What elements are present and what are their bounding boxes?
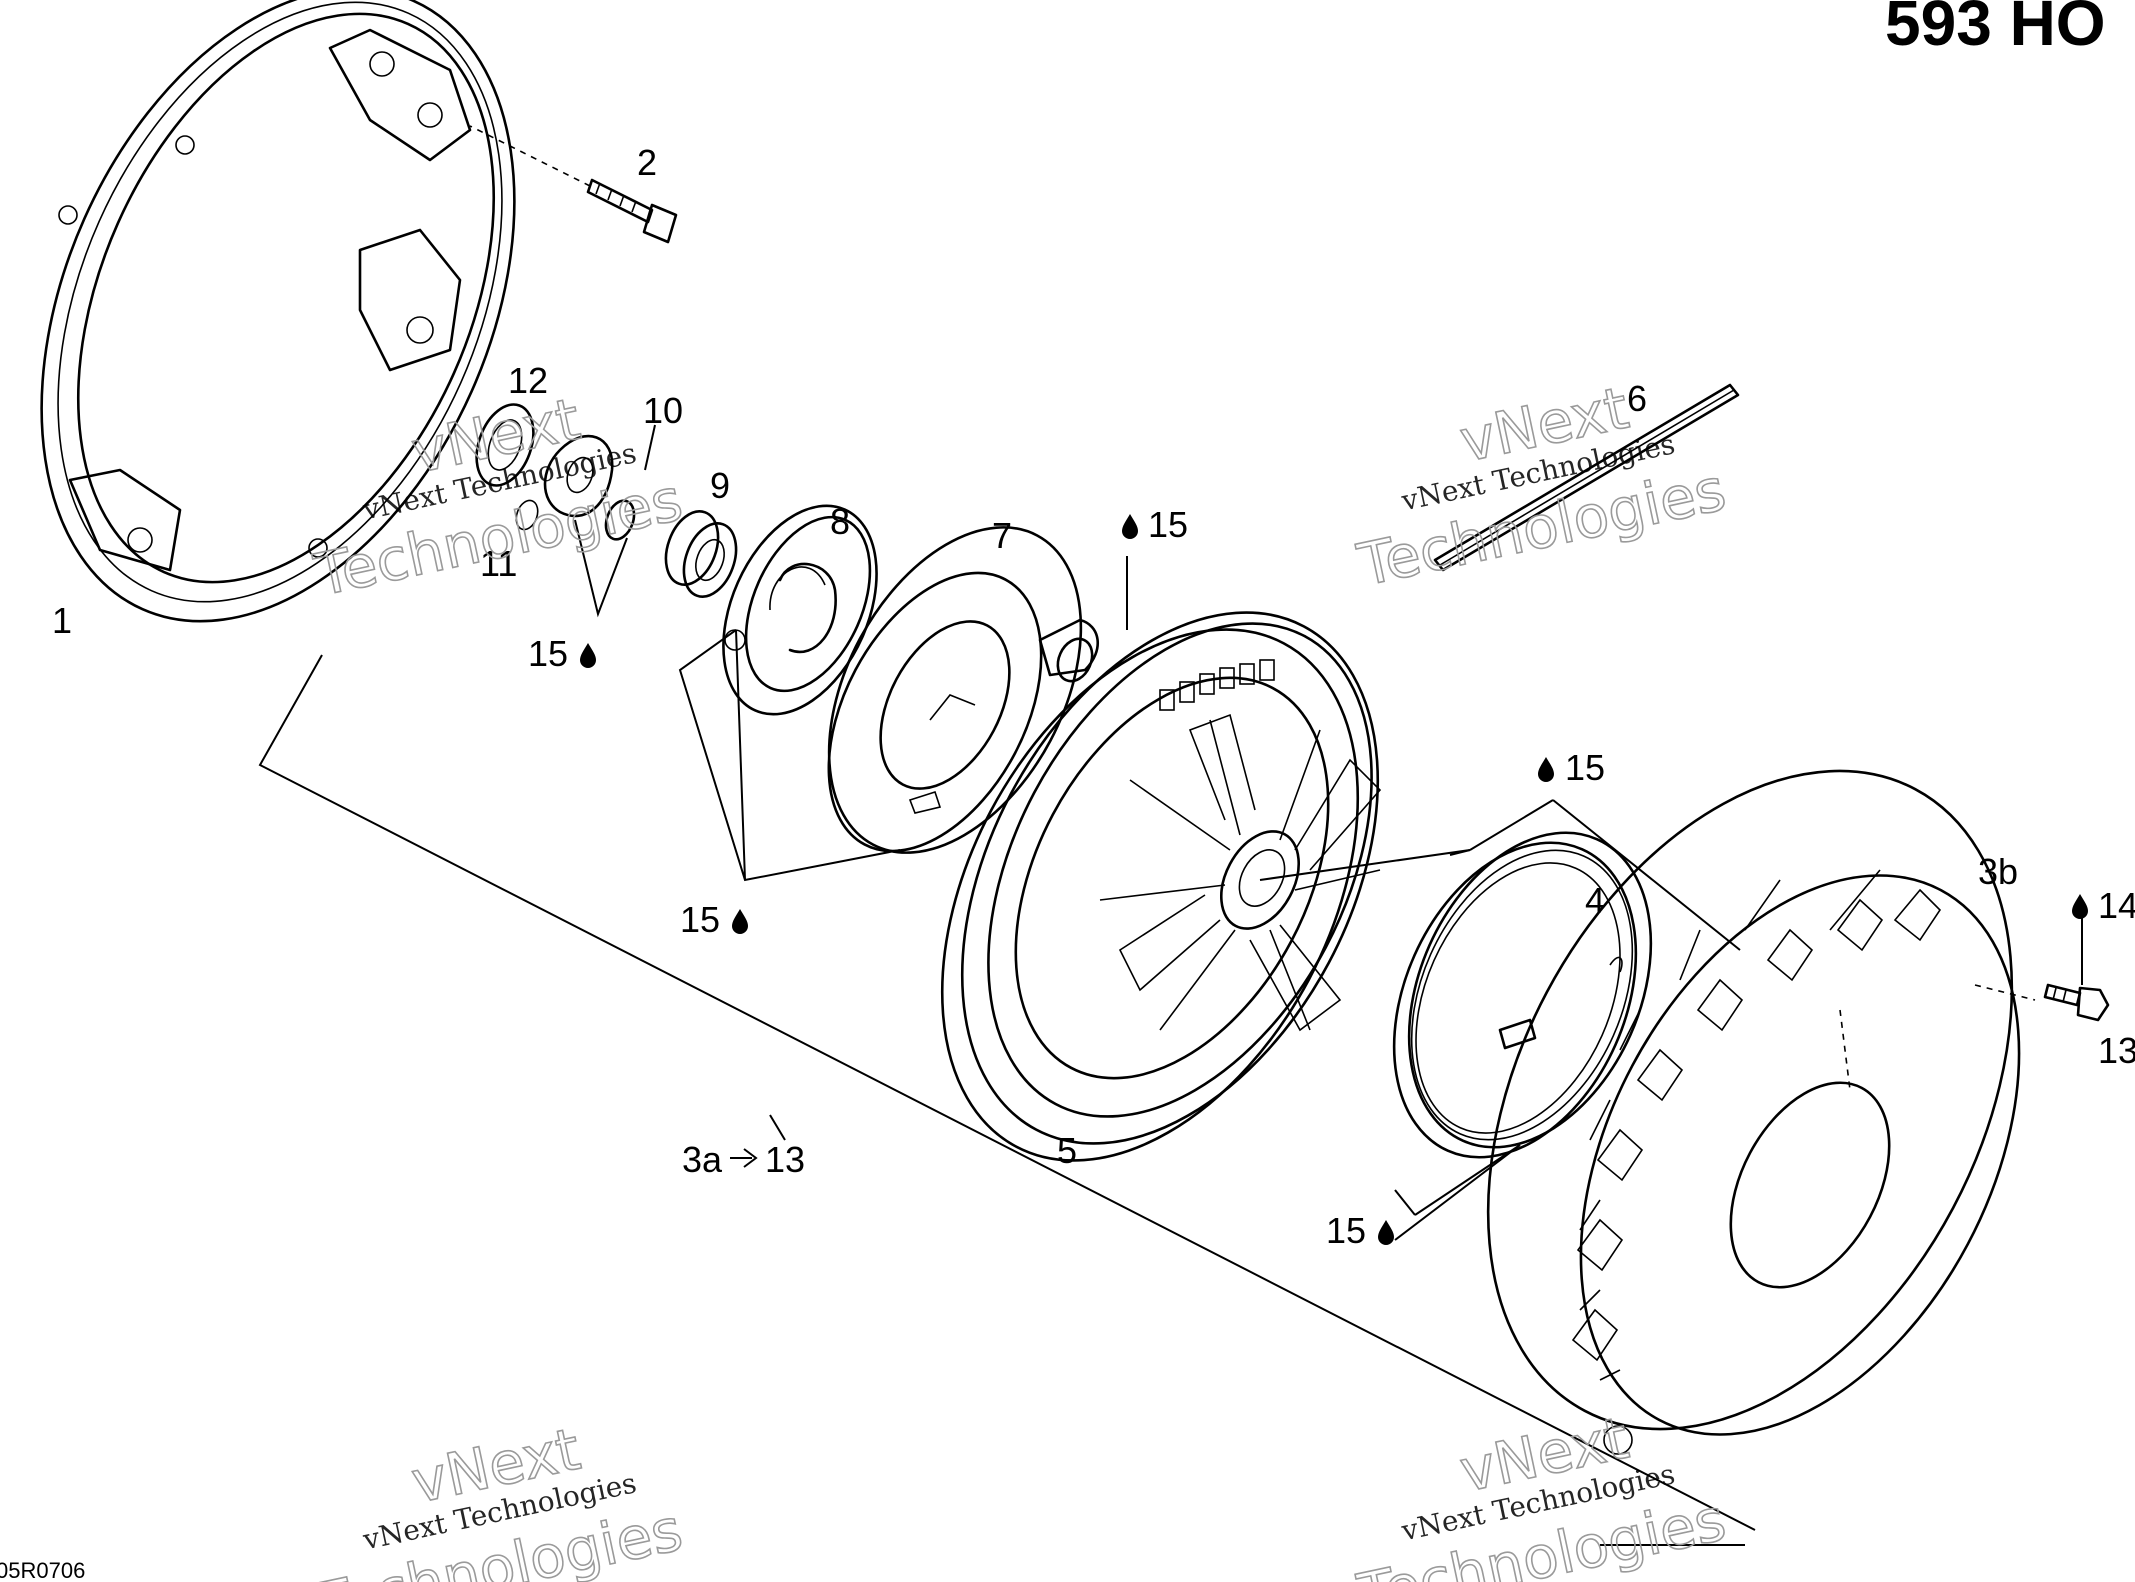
part-2-screw <box>469 125 678 244</box>
callout-15-spring-plate: 15 <box>680 899 720 940</box>
part-12-washer <box>475 403 535 487</box>
watermark-bottom-right: vNext vNext Technologies Technologies <box>1351 1403 1732 1582</box>
lubricant-drop-icon <box>1122 514 1138 539</box>
watermark-top-left: vNext vNext Technologies Technologies <box>308 384 689 610</box>
callout-8: 8 <box>830 501 850 542</box>
part-8-spring-plate <box>722 504 878 716</box>
part-1-mounting-ring <box>40 0 516 623</box>
watermark-bottom-left: vNext vNext Technologies Technologies <box>308 1414 689 1582</box>
arrow-icon <box>730 1148 758 1168</box>
callout-15-pulley: 15 <box>1565 747 1605 788</box>
callout-15-ratchet-pin: 15 <box>1148 504 1188 545</box>
callout-3a: 3a <box>682 1139 723 1180</box>
figure-code: 05R0706 <box>0 1558 85 1582</box>
part-6-rope <box>1433 383 1740 572</box>
callout-1: 1 <box>52 600 72 641</box>
leader-lines <box>258 424 2083 1546</box>
callout-5: 5 <box>1057 1130 1077 1171</box>
callout-9: 9 <box>710 465 730 506</box>
callout-4: 4 <box>1585 880 1605 921</box>
part-3b-starter-housing <box>1486 769 2036 1455</box>
part-13-screw <box>2043 983 2110 1022</box>
callout-3b: 3b <box>1978 851 2018 892</box>
callout-15-pawl: 15 <box>528 633 568 674</box>
part-10-pawl <box>543 434 614 518</box>
callout-12: 12 <box>508 360 548 401</box>
callout-11: 11 <box>480 543 517 584</box>
callout-13: 13 <box>2098 1030 2135 1071</box>
lubricant-drop-icon <box>580 643 596 668</box>
diagram-title: 593 HO <box>1885 0 2106 59</box>
part-7-ratchet <box>827 526 1100 854</box>
callout-2: 2 <box>637 142 657 183</box>
callout-15-spring: 15 <box>1326 1210 1366 1251</box>
lubricant-drop-icon <box>1378 1220 1394 1245</box>
part-4-rewind-spring <box>1392 831 1653 1159</box>
lubricant-drop-icon <box>2072 894 2088 919</box>
part-9-bushing <box>664 510 738 598</box>
callouts: 1 2 3a 13 3b 4 5 6 7 8 9 10 11 12 13 14 … <box>52 142 2135 1251</box>
watermark-top-right: vNext vNext Technologies Technologies <box>1351 373 1732 600</box>
part-5-rope-pulley <box>940 611 1382 1162</box>
lubricant-drop-icon <box>1538 757 1554 782</box>
callout-14: 14 <box>2098 885 2135 926</box>
callout-7: 7 <box>992 515 1012 556</box>
callout-6: 6 <box>1627 378 1647 419</box>
lubricant-icons <box>580 514 2088 1245</box>
callout-3a-target: 13 <box>765 1139 805 1180</box>
lubricant-drop-icon <box>732 909 748 934</box>
callout-10: 10 <box>643 390 683 431</box>
part-11-spring-washer <box>515 499 636 541</box>
